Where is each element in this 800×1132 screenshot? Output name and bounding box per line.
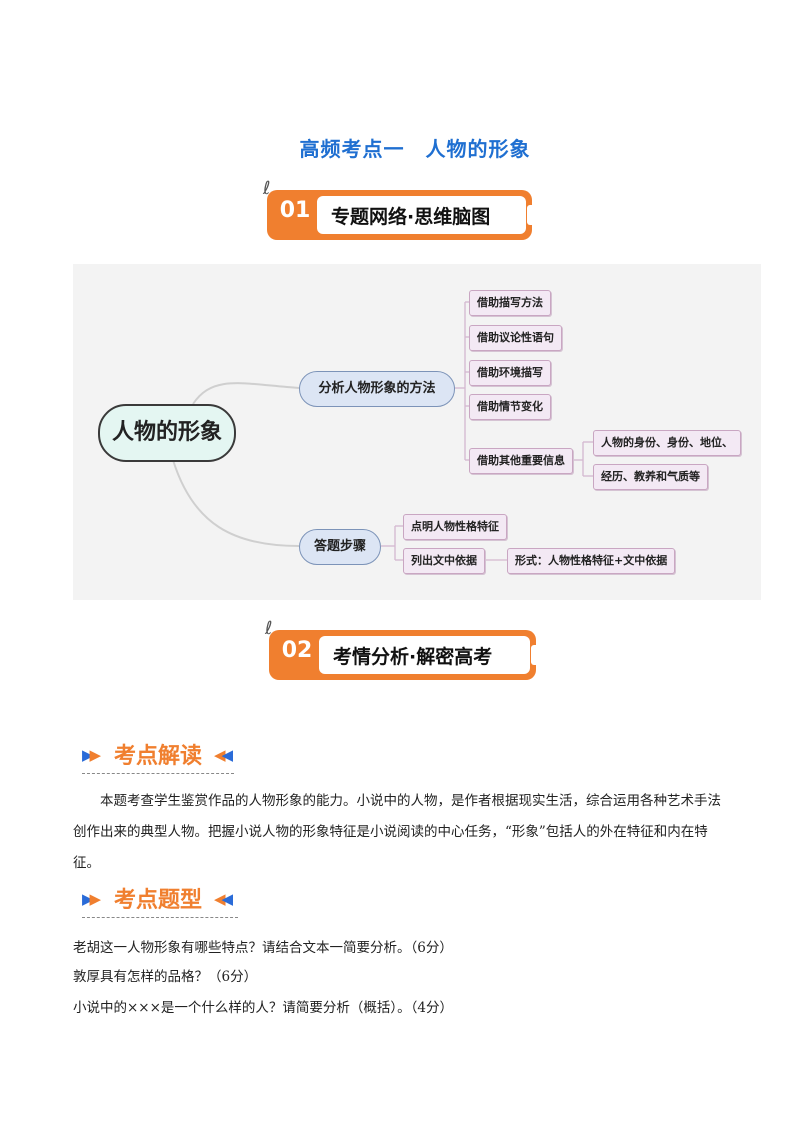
mind-map-connectors <box>172 301 593 561</box>
section-label: 专题网络·思维脑图 <box>331 206 491 228</box>
section-number: 02 <box>281 638 313 663</box>
heading-label: 考点解读 <box>114 744 203 769</box>
paperclip-icon: ℓ <box>265 618 273 639</box>
page-title: 高频考点一 人物的形象 <box>299 137 531 161</box>
heading-label: 考点题型 <box>114 888 203 913</box>
mind-map-sub-leaf: 经历、教养和气质等 <box>593 464 708 490</box>
mind-map-branch-steps: 答题步骤 <box>299 529 381 565</box>
mind-map-root: 人物的形象 <box>98 404 236 462</box>
double-arrow-right-icon: ▶▶ <box>82 746 101 764</box>
section-number: 01 <box>279 198 311 223</box>
section-label: 考情分析·解密高考 <box>333 646 493 668</box>
question-item: 小说中的×××是一个什么样的人？请简要分析（概括）。（4分） <box>73 1000 454 1016</box>
mind-map: 人物的形象 分析人物形象的方法 借助描写方法 借助议论性语句 借助环境描写 借助… <box>73 264 761 600</box>
mind-map-sub-leaf: 形式：人物性格特征+文中依据 <box>507 548 676 574</box>
mind-map-leaf: 列出文中依据 <box>403 548 485 574</box>
section-banner-01: ℓ 01 专题网络·思维脑图 <box>263 178 537 240</box>
double-arrow-right-icon: ▶▶ <box>82 890 101 908</box>
double-arrow-left-icon: ◀◀ <box>214 746 233 764</box>
double-arrow-left-icon: ◀◀ <box>214 890 233 908</box>
body-paragraph: 本题考查学生鉴赏作品的人物形象的能力。小说中的人物，是作者根据现实生活，综合运用… <box>73 786 733 879</box>
question-item: 敦厚具有怎样的品格？（6分） <box>73 969 258 985</box>
mind-map-branch-methods: 分析人物形象的方法 <box>299 371 455 407</box>
body-paragraph-text: 本题考查学生鉴赏作品的人物形象的能力。小说中的人物，是作者根据现实生活，综合运用… <box>73 793 721 871</box>
mind-map-sub-leaf: 人物的身份、身份、地位、 <box>593 430 741 456</box>
mind-map-leaf: 借助议论性语句 <box>469 325 562 351</box>
mind-map-leaf: 借助其他重要信息 <box>469 448 573 474</box>
mind-map-leaf: 借助描写方法 <box>469 290 551 316</box>
section-banner-02: ℓ 02 考情分析·解密高考 <box>265 618 541 680</box>
heading-kaodian-jiedu: ▶▶ 考点解读 ◀◀ <box>82 738 242 774</box>
heading-kaodian-tixing: ▶▶ 考点题型 ◀◀ <box>82 882 242 918</box>
question-item: 老胡这一人物形象有哪些特点？请结合文本一简要分析。（6分） <box>73 940 453 956</box>
mind-map-leaf: 借助环境描写 <box>469 360 551 386</box>
mind-map-leaf: 点明人物性格特征 <box>403 514 507 540</box>
paperclip-icon: ℓ <box>263 178 271 199</box>
mind-map-leaf: 借助情节变化 <box>469 394 551 420</box>
